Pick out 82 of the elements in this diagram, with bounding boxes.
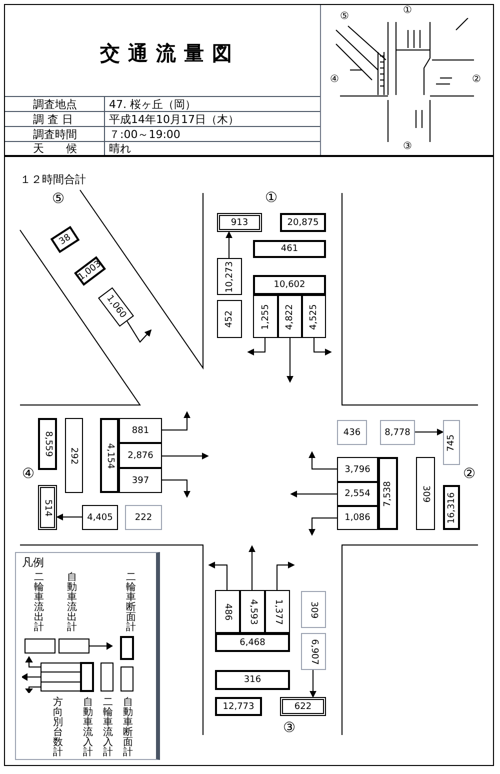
flow-arrow [310, 670, 316, 698]
flow-arrow [290, 490, 338, 498]
approach-number: ② [472, 74, 482, 86]
count-box: 6,468 [215, 633, 290, 652]
flow-arrow [308, 451, 338, 470]
value-cell: 晴れ [105, 141, 320, 155]
count-box: 4,525 [302, 295, 326, 338]
approach-number: ② [463, 466, 477, 482]
flow-arrow [208, 562, 228, 590]
legend-label: 自動車流出計 [67, 573, 77, 633]
legend-label: 二輪車断面計 [126, 573, 136, 633]
count-box: 4,593 [240, 590, 265, 633]
header-cell: 調 査 日 [5, 111, 105, 126]
approach-number: ④ [330, 74, 340, 86]
count-box: 309 [301, 591, 326, 628]
approach-number: ③ [403, 141, 413, 153]
header-cell: 調査地点 [5, 96, 105, 111]
count-box: 4,405 [82, 505, 118, 530]
approach-number: ① [265, 190, 279, 206]
flow-arrow [414, 428, 444, 436]
count-box: 436 [337, 420, 367, 445]
count-box: 12,773 [215, 697, 262, 716]
count-box: 316 [215, 670, 290, 690]
flow-arrow [248, 545, 256, 590]
approach-number: ③ [283, 720, 297, 736]
section-heading: １２時間合計 [20, 173, 87, 187]
flow-arrow [226, 231, 232, 258]
approach-number: ⑤ [52, 191, 66, 207]
value-cell: ７:00～19:00 [105, 126, 320, 141]
count-box: 6,907 [301, 633, 326, 670]
flow-arrow [162, 411, 190, 430]
count-box: 881 [119, 418, 162, 443]
diagram-title: 交通流量図 [99, 40, 241, 66]
flow-arrow [56, 514, 82, 520]
value-cell: 47. 桜ヶ丘（岡） [105, 96, 320, 111]
flow-arrow [247, 338, 266, 356]
legend-label: 自動車流入計 [83, 698, 93, 758]
flow-arrow [276, 562, 295, 590]
count-box: 1,377 [265, 590, 290, 633]
legend-title: 凡例 [22, 556, 45, 569]
count-box: 1,255 [253, 295, 278, 338]
count-box: 222 [125, 505, 162, 530]
header-cell: 天 候 [5, 141, 105, 155]
flow-arrow [308, 518, 338, 536]
count-box: 10,602 [253, 275, 326, 295]
count-box: 913 [217, 213, 262, 232]
flow-arrow [126, 320, 152, 343]
count-box: 486 [215, 590, 240, 633]
count-box: 38 [50, 225, 80, 253]
legend-label: 二輪車流出計 [34, 573, 44, 633]
count-box: 397 [119, 468, 162, 493]
approach-number: ④ [22, 466, 36, 482]
count-box: 7,538 [378, 457, 398, 530]
count-box: 20,875 [280, 213, 326, 232]
count-box: 745 [443, 420, 460, 465]
count-box: 622 [280, 697, 326, 716]
count-box: 514 [38, 485, 57, 530]
value-cell: 平成14年10月17日（木） [105, 111, 320, 126]
count-box: 461 [253, 240, 326, 258]
legend-label: 自動車断面計 [123, 698, 133, 758]
legend-label: 二輪車流入計 [103, 698, 113, 758]
count-box: 452 [217, 300, 242, 338]
approach-number: ① [403, 5, 413, 17]
count-box: 4,822 [278, 295, 302, 338]
count-box: 8,778 [380, 420, 415, 445]
count-box: 292 [65, 418, 83, 493]
header-cell: 調査時間 [5, 126, 105, 141]
approach-number: ⑤ [340, 11, 350, 23]
count-box: 4,154 [100, 418, 119, 493]
count-box: 8,559 [38, 418, 57, 470]
count-box: 2,876 [119, 443, 162, 468]
count-box: 2,554 [337, 482, 378, 506]
count-box: 309 [416, 457, 435, 530]
count-box: 16,316 [443, 485, 460, 530]
flow-arrow [286, 338, 294, 383]
flow-arrow [162, 452, 209, 460]
legend-label: 方向別台数計 [53, 698, 63, 758]
flow-arrow [314, 338, 332, 356]
flow-arrow [162, 480, 190, 498]
count-box: 1,086 [337, 506, 378, 530]
count-box: 3,796 [337, 457, 378, 482]
count-box: 10,273 [217, 258, 242, 295]
